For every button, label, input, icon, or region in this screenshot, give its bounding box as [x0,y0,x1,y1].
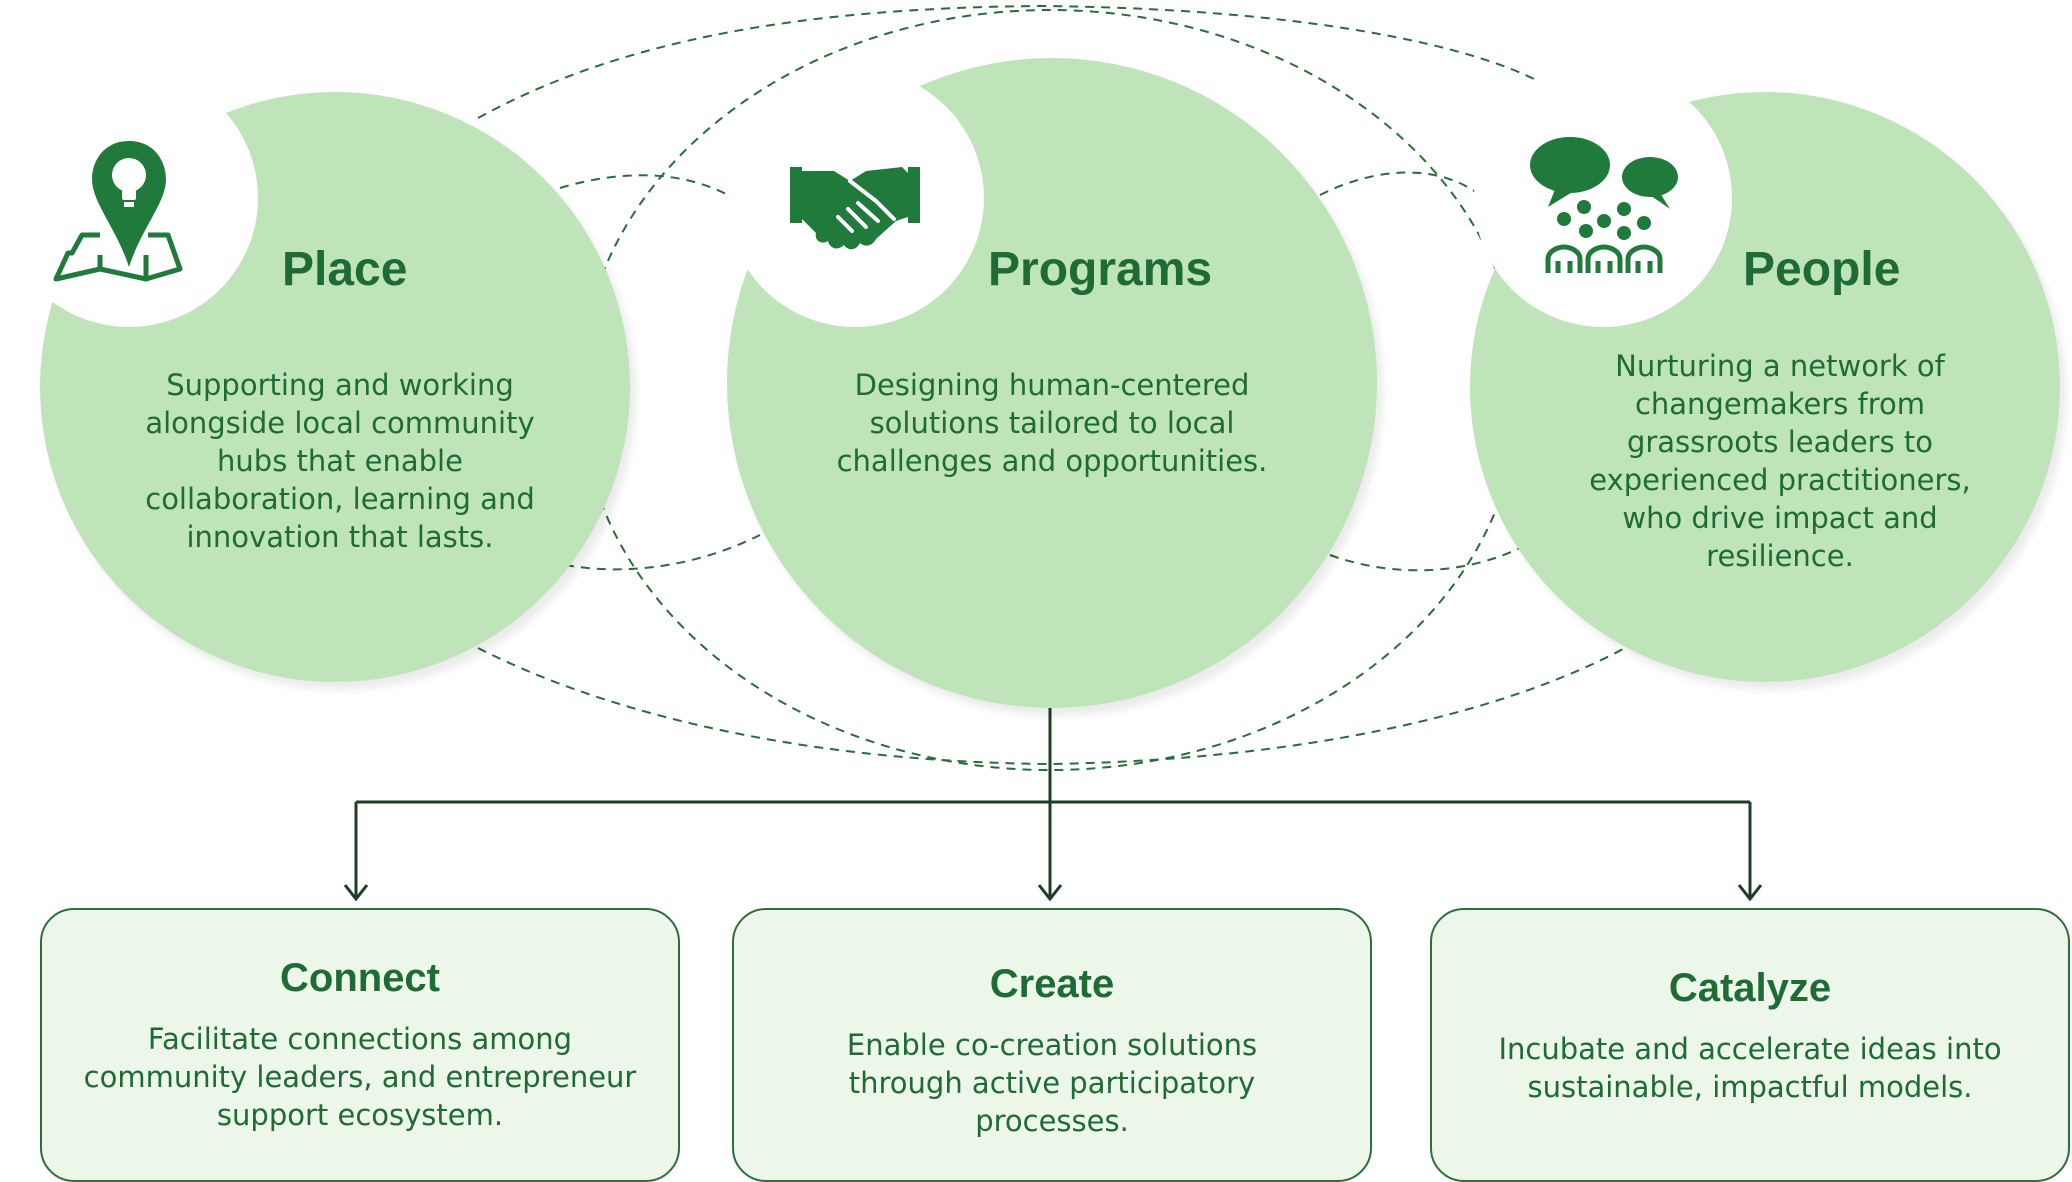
handshake-icon [790,167,920,250]
arrowhead-center [1037,884,1063,902]
catalyze-box: Catalyze Incubate and accelerate ideas i… [1430,908,2070,1182]
arrowhead-right [1737,884,1763,902]
connect-description: Facilitate connections among community l… [83,1022,637,1132]
create-box: Create Enable co-creation solutions thro… [732,908,1372,1182]
place-title: Place [282,243,408,296]
catalyze-description: Incubate and accelerate ideas into susta… [1498,1032,2002,1104]
dashed-left-link-bottom [564,534,761,571]
dashed-outer-ellipse [477,4,1541,119]
people-discussion-icon [1530,137,1678,273]
place-icon-circle [0,69,258,327]
programs-title: Programs [988,243,1213,296]
connect-title: Connect [280,956,440,1000]
place-description: Supporting and working alongside local c… [145,368,535,554]
create-title: Create [989,962,1115,1006]
dashed-left-link-top [559,174,729,196]
programs-description: Designing human-centered solutions tailo… [836,368,1268,478]
catalyze-title: Catalyze [1668,966,1832,1010]
people-icon-circle [1474,69,1732,327]
create-description: Enable co-creation solutions through act… [846,1028,1258,1138]
connect-box: Connect Facilitate connections among com… [40,908,680,1182]
arrowhead-left [343,884,369,902]
programs-icon-circle [726,69,984,327]
dashed-outer-ellipse-bottom [477,647,1626,766]
map-pin-icon [53,141,183,282]
people-description: Nurturing a network of changemakers from… [1589,349,1971,573]
dashed-right-link-top [1319,171,1481,196]
dashed-right-link-bottom [1329,547,1521,572]
people-title: People [1743,243,1901,296]
